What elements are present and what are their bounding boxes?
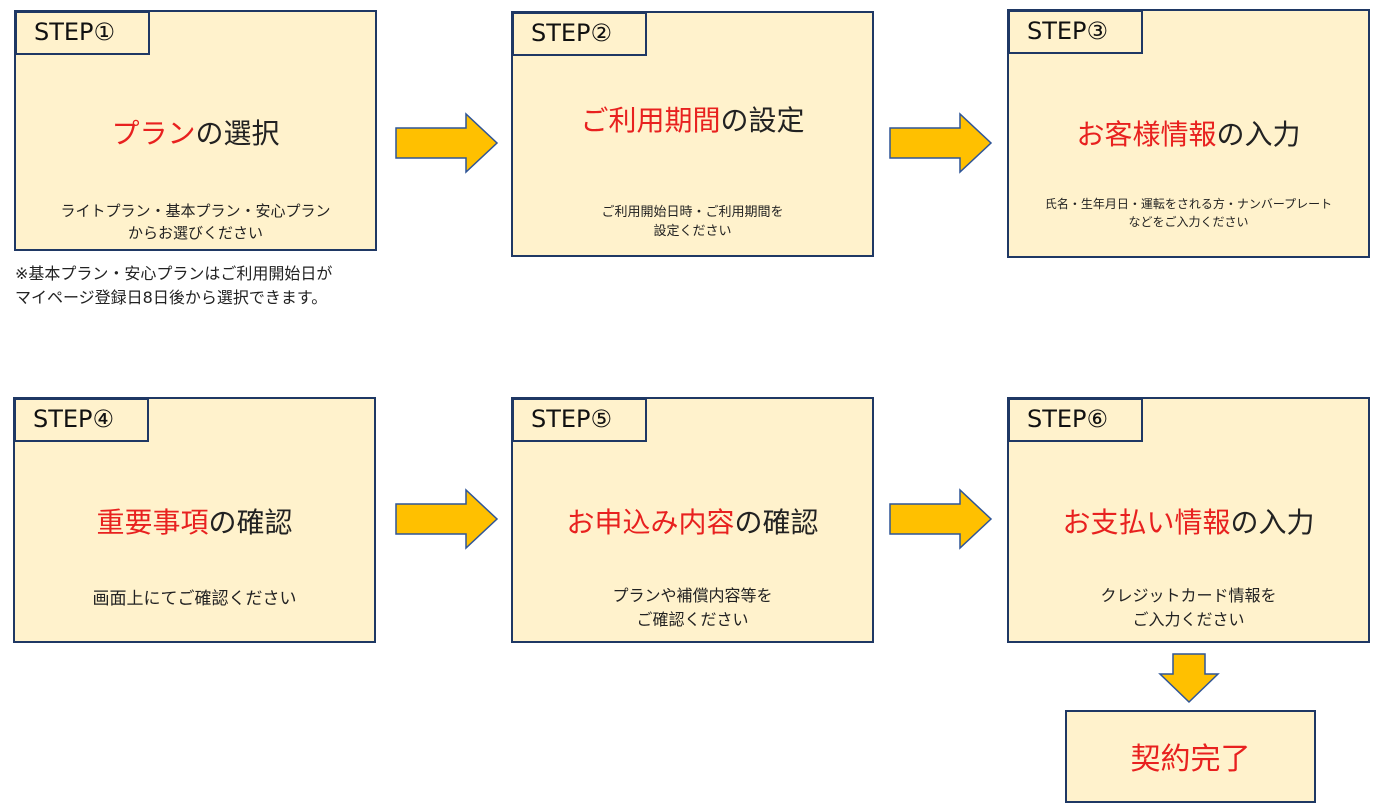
step-1-desc-line2: からお選びください <box>127 224 263 242</box>
step-2-title-highlight: ご利用期間 <box>580 104 721 137</box>
step-2-box: STEP② ご利用期間の設定 ご利用開始日時・ご利用期間を 設定ください <box>511 11 874 257</box>
step-6-desc-line2: ご入力ください <box>1132 610 1245 629</box>
step-3-title-rest: の入力 <box>1216 118 1301 151</box>
right-arrow-icon <box>889 112 993 174</box>
step-2-desc-line1: ご利用開始日時・ご利用期間を <box>601 205 784 220</box>
step-3-box: STEP③ お客様情報の入力 氏名・生年月日・運転をされる方・ナンバープレート … <box>1007 9 1370 258</box>
step-6-desc-line1: クレジットカード情報を <box>1100 586 1277 605</box>
step-6-title-highlight: お支払い情報 <box>1062 506 1231 539</box>
step-4-tag: STEP④ <box>14 398 149 442</box>
contract-complete-box: 契約完了 <box>1065 710 1316 803</box>
step-1-title: プランの選択 <box>16 112 375 152</box>
plan-note-line2: マイページ登録日8日後から選択できます。 <box>15 288 328 307</box>
step-5-title-highlight: お申込み内容 <box>566 506 735 539</box>
step-3-tag: STEP③ <box>1008 10 1143 54</box>
step-3-desc-line2: などをご入力ください <box>1128 215 1249 229</box>
step-5-title-rest: の確認 <box>734 506 819 539</box>
step-4-desc: 画面上にてご確認ください <box>15 587 374 611</box>
plan-note-line1: ※基本プラン・安心プランはご利用開始日が <box>15 264 333 283</box>
right-arrow-icon <box>395 112 499 174</box>
plan-note: ※基本プラン・安心プランはご利用開始日が マイページ登録日8日後から選択できます… <box>15 262 332 310</box>
step-2-tag: STEP② <box>512 12 647 56</box>
step-4-box: STEP④ 重要事項の確認 画面上にてご確認ください <box>13 397 376 643</box>
step-1-title-highlight: プラン <box>111 117 196 150</box>
step-1-desc: ライトプラン・基本プラン・安心プラン からお選びください <box>16 200 375 244</box>
step-2-title: ご利用期間の設定 <box>513 99 872 139</box>
down-arrow-icon <box>1158 653 1220 704</box>
step-3-desc: 氏名・生年月日・運転をされる方・ナンバープレート などをご入力ください <box>1009 195 1368 231</box>
right-arrow-icon <box>395 488 499 550</box>
step-5-box: STEP⑤ お申込み内容の確認 プランや補償内容等を ご確認ください <box>511 397 874 643</box>
step-6-desc: クレジットカード情報を ご入力ください <box>1009 584 1368 632</box>
step-5-title: お申込み内容の確認 <box>513 501 872 541</box>
step-4-title: 重要事項の確認 <box>15 501 374 541</box>
step-4-desc-line1: 画面上にてご確認ください <box>92 589 297 609</box>
step-5-desc: プランや補償内容等を ご確認ください <box>513 584 872 632</box>
step-3-desc-line1: 氏名・生年月日・運転をされる方・ナンバープレート <box>1044 197 1333 211</box>
step-1-desc-line1: ライトプラン・基本プラン・安心プラン <box>60 202 331 220</box>
contract-complete-title: 契約完了 <box>1130 742 1251 777</box>
step-4-title-highlight: 重要事項 <box>96 506 209 539</box>
step-3-title-highlight: お客様情報 <box>1076 118 1217 151</box>
step-5-desc-line1: プランや補償内容等を <box>612 586 773 605</box>
step-2-title-rest: の設定 <box>720 104 805 137</box>
step-1-tag: STEP① <box>15 11 150 55</box>
step-4-title-rest: の確認 <box>208 506 293 539</box>
step-2-desc: ご利用開始日時・ご利用期間を 設定ください <box>513 203 872 241</box>
step-3-title: お客様情報の入力 <box>1009 113 1368 153</box>
step-6-box: STEP⑥ お支払い情報の入力 クレジットカード情報を ご入力ください <box>1007 397 1370 643</box>
step-5-desc-line2: ご確認ください <box>636 610 749 629</box>
right-arrow-icon <box>889 488 993 550</box>
step-6-title-rest: の入力 <box>1230 506 1315 539</box>
step-2-desc-line2: 設定ください <box>653 224 732 239</box>
step-5-tag: STEP⑤ <box>512 398 647 442</box>
step-6-tag: STEP⑥ <box>1008 398 1143 442</box>
step-6-title: お支払い情報の入力 <box>1009 501 1368 541</box>
step-1-box: STEP① プランの選択 ライトプラン・基本プラン・安心プラン からお選びくださ… <box>14 10 377 251</box>
step-1-title-rest: の選択 <box>195 117 280 150</box>
